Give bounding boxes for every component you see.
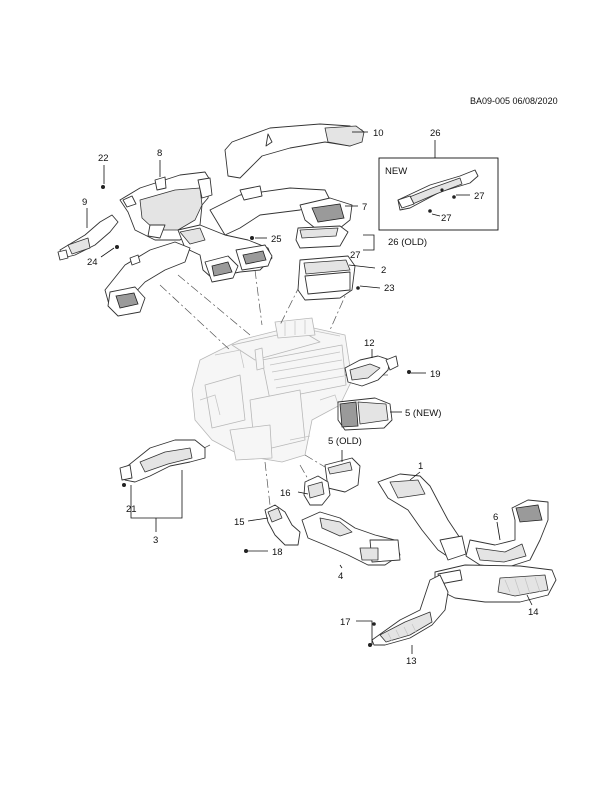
callout-3: 3	[153, 535, 158, 546]
callout-7: 7	[362, 202, 367, 213]
callout-19: 19	[430, 369, 441, 380]
callout-2: 2	[381, 265, 386, 276]
part-2-duct-adapter	[297, 255, 356, 301]
part-14-floor-grille	[434, 564, 557, 603]
leader-lines	[86, 140, 533, 654]
callout-8: 8	[157, 148, 162, 159]
part-9-left-bracket	[57, 214, 119, 261]
inset-new-part-26	[378, 157, 499, 231]
callout-13: 13	[406, 656, 417, 667]
callout-6: 6	[493, 512, 498, 523]
part-8-center-duct	[119, 171, 213, 241]
document-id: BA09-005 06/08/2020	[470, 96, 558, 106]
callout-21: 21	[126, 504, 137, 515]
callout-12: 12	[364, 338, 375, 349]
inset-title-new: NEW	[385, 166, 407, 177]
callout-16: 16	[280, 488, 291, 499]
callout-labels: 22 8 9 24 25 10 7 26 NEW 27 27 26 (OLD) …	[82, 128, 539, 667]
callout-24: 24	[87, 257, 98, 268]
callout-26-top: 26	[430, 128, 441, 139]
callout-27-inset-b: 27	[441, 213, 452, 224]
callout-27: 27	[350, 250, 361, 261]
callout-26-old: 26 (OLD)	[388, 237, 427, 248]
callout-22: 22	[98, 153, 109, 164]
part-3-left-duct	[119, 439, 206, 483]
part-4-center-duct	[301, 511, 401, 566]
part-26-old-connector	[295, 225, 349, 249]
part-10-defroster-duct	[224, 123, 368, 179]
hvac-unit-ghost	[191, 317, 353, 463]
callout-18: 18	[272, 547, 283, 558]
callout-5-new: 5 (NEW)	[405, 408, 441, 419]
part-1-floor-duct	[377, 473, 467, 561]
left-side-vent-duct	[104, 241, 191, 317]
part-12-bracket	[344, 355, 399, 387]
part-15-elbow	[264, 504, 301, 546]
callout-25: 25	[271, 234, 282, 245]
callout-15: 15	[234, 517, 245, 528]
part-13-rear-grille	[371, 574, 449, 646]
callout-23: 23	[384, 283, 395, 294]
callout-10: 10	[373, 128, 384, 139]
callout-27-inset-a: 27	[474, 191, 485, 202]
part-6-rear-duct	[465, 499, 549, 569]
callout-1: 1	[418, 461, 423, 472]
part-7-side-duct	[209, 185, 353, 236]
callout-9: 9	[82, 197, 87, 208]
part-5-new-duct	[337, 397, 393, 431]
callout-4: 4	[338, 571, 343, 582]
part-5-old-duct	[324, 457, 361, 493]
callout-5-old: 5 (OLD)	[328, 436, 362, 447]
part-16-connector	[303, 475, 331, 506]
callout-14: 14	[528, 607, 539, 618]
center-branch-duct	[177, 224, 273, 283]
fasteners	[101, 185, 411, 647]
callout-17: 17	[340, 617, 351, 628]
